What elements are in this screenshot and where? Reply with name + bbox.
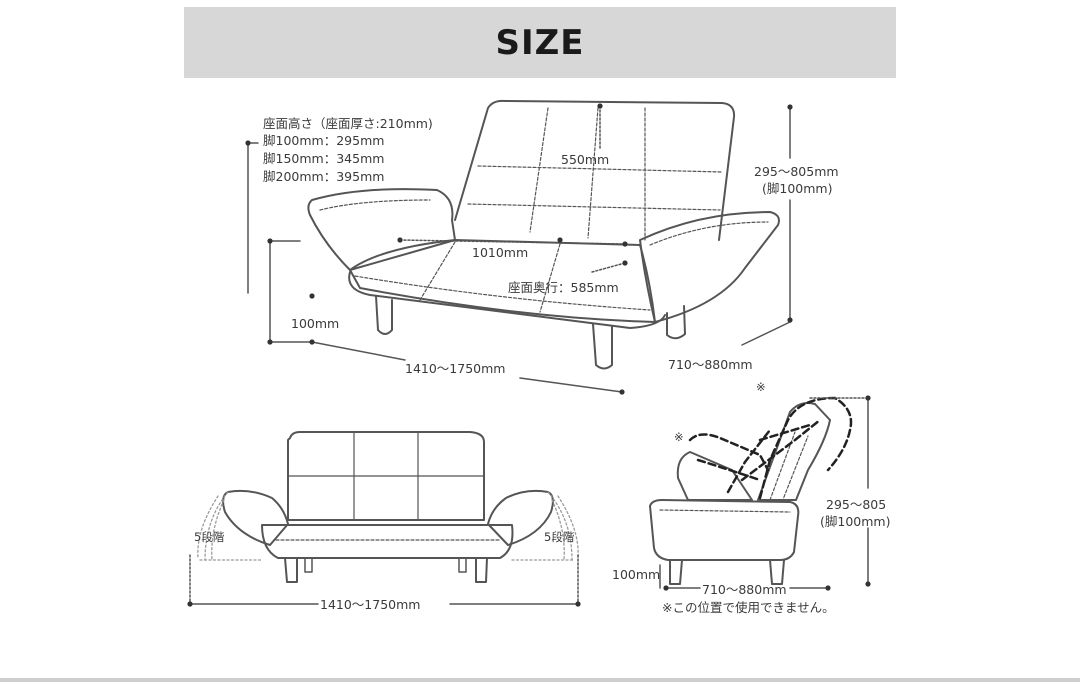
side-leg-height-label: 100mm (612, 567, 661, 582)
side-height-note: (脚100mm) (820, 514, 891, 529)
total-height-label: 295～805mm (754, 164, 839, 179)
title-banner: SIZE (184, 7, 896, 78)
arm-right-steps-label: 5段階 (544, 530, 575, 544)
arm-left-steps-label: 5段階 (194, 530, 225, 544)
depth-label: 710～880mm (668, 357, 753, 372)
page-title: SIZE (495, 22, 585, 63)
side-height-label: 295～805 (826, 497, 887, 512)
seat-height-100: 脚100mm：295mm (263, 133, 385, 148)
bottom-divider (0, 678, 1080, 682)
seat-height-150: 脚150mm：345mm (263, 151, 385, 166)
back-height-label: 550mm (561, 152, 610, 167)
seat-depth-label: 座面奥行：585mm (508, 280, 619, 295)
seat-height-heading: 座面高さ（座面厚さ:210mm) (263, 116, 433, 131)
side-mark-left: ※ (674, 430, 684, 444)
seat-height-200: 脚200mm：395mm (263, 169, 385, 184)
side-view-dimension-lines (659, 397, 869, 589)
side-mark-top: ※ (756, 380, 766, 394)
front-view-arm-positions (197, 491, 579, 561)
leg-height-label: 100mm (291, 316, 340, 331)
front-width-label: 1410～1750mm (320, 597, 421, 612)
side-note: ※この位置で使用できません。 (662, 600, 835, 615)
seat-width-label: 1010mm (472, 245, 529, 260)
perspective-sofa (307, 99, 780, 370)
side-depth-label: 710～880mm (702, 582, 787, 597)
side-view-sofa (649, 402, 831, 585)
front-view-dimension-line (189, 554, 579, 605)
side-view-recline-positions (688, 396, 853, 500)
front-view-sofa (222, 431, 554, 583)
total-height-note: (脚100mm) (762, 181, 833, 196)
width-label: 1410～1750mm (405, 361, 506, 376)
